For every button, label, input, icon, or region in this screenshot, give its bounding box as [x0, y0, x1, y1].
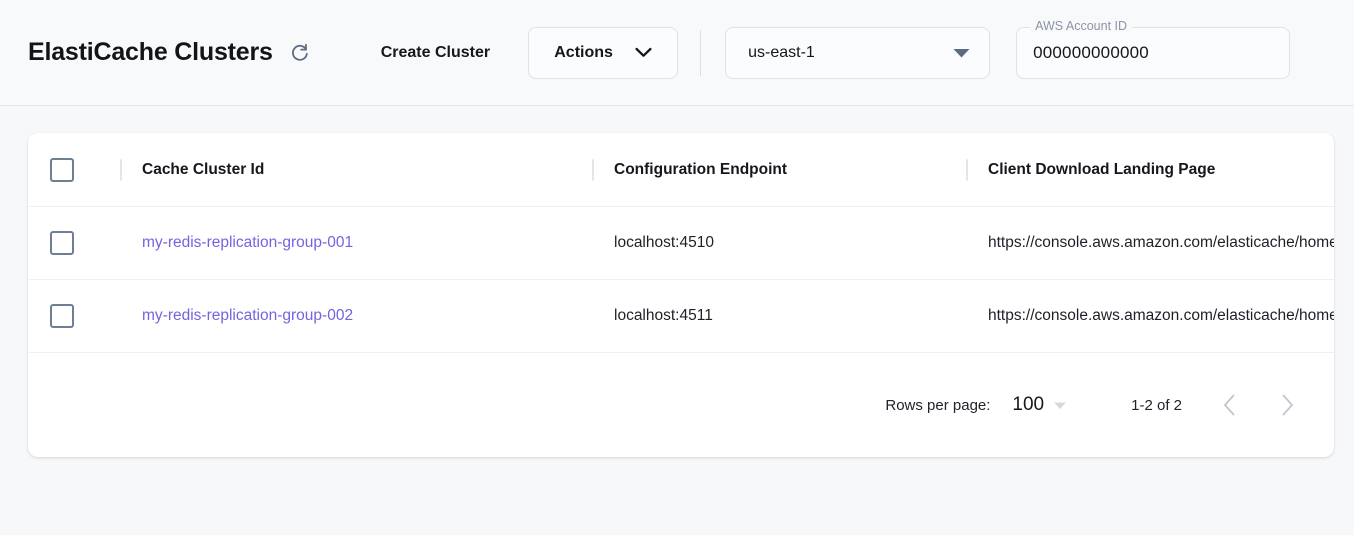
column-divider-spacer: [966, 232, 968, 254]
aws-account-id-field[interactable]: AWS Account ID 000000000000: [1016, 27, 1290, 79]
region-select[interactable]: us-east-1: [725, 27, 990, 79]
previous-page-button[interactable]: [1206, 382, 1252, 428]
table-header-row: Cache Cluster Id Configuration Endpoint …: [28, 133, 1334, 206]
refresh-icon-glyph: [289, 42, 310, 63]
column-divider: [966, 159, 968, 181]
column-divider-spacer: [592, 232, 594, 254]
row-checkbox[interactable]: [50, 304, 74, 328]
table-row[interactable]: my-redis-replication-group-002 localhost…: [28, 279, 1334, 352]
rows-per-page-select[interactable]: 100: [1012, 394, 1044, 416]
pagination-range-label: 1-2 of 2: [1131, 397, 1182, 414]
clusters-table-card: Cache Cluster Id Configuration Endpoint …: [28, 133, 1334, 457]
column-divider-spacer: [120, 305, 122, 327]
column-divider-spacer: [592, 305, 594, 327]
refresh-icon[interactable]: [283, 36, 317, 70]
column-divider: [120, 159, 122, 181]
header-divider: [700, 30, 701, 76]
region-select-value: us-east-1: [748, 44, 815, 62]
cell-cache-cluster-id[interactable]: my-redis-replication-group-002: [142, 307, 592, 325]
chevron-down-icon: [635, 47, 652, 58]
table-row[interactable]: my-redis-replication-group-001 localhost…: [28, 206, 1334, 279]
row-select-cell: [50, 304, 120, 328]
table-pagination: Rows per page: 100 1-2 of 2: [28, 352, 1334, 457]
rows-per-page-label: Rows per page:: [885, 397, 990, 414]
select-all-checkbox[interactable]: [50, 158, 74, 182]
cell-client-download-landing-page: https://console.aws.amazon.com/elasticac…: [988, 234, 1334, 252]
chevron-left-icon: [1223, 394, 1236, 416]
create-cluster-button[interactable]: Create Cluster: [377, 38, 494, 68]
aws-account-id-label: AWS Account ID: [1030, 20, 1132, 33]
column-divider-spacer: [120, 232, 122, 254]
caret-down-icon[interactable]: [1053, 401, 1067, 410]
column-divider: [592, 159, 594, 181]
column-divider-spacer: [966, 305, 968, 327]
actions-button-label: Actions: [554, 44, 613, 62]
select-all-cell: [50, 158, 120, 182]
cell-client-download-landing-page: https://console.aws.amazon.com/elasticac…: [988, 307, 1334, 325]
actions-button[interactable]: Actions: [528, 27, 678, 79]
aws-account-id-value: 000000000000: [1033, 43, 1149, 63]
next-page-button[interactable]: [1264, 382, 1310, 428]
cell-configuration-endpoint: localhost:4510: [614, 234, 966, 252]
column-header-cache-cluster-id[interactable]: Cache Cluster Id: [142, 161, 592, 179]
dropdown-arrow-icon: [952, 47, 971, 59]
row-select-cell: [50, 231, 120, 255]
cell-cache-cluster-id[interactable]: my-redis-replication-group-001: [142, 234, 592, 252]
column-header-configuration-endpoint[interactable]: Configuration Endpoint: [614, 161, 966, 179]
clusters-table: Cache Cluster Id Configuration Endpoint …: [28, 133, 1334, 457]
app-header: ElastiCache Clusters Create Cluster Acti…: [0, 0, 1354, 106]
column-header-client-download-landing-page[interactable]: Client Download Landing Page: [988, 161, 1334, 179]
page-title: ElastiCache Clusters: [28, 38, 273, 67]
row-checkbox[interactable]: [50, 231, 74, 255]
chevron-right-icon: [1281, 394, 1294, 416]
cell-configuration-endpoint: localhost:4511: [614, 307, 966, 325]
